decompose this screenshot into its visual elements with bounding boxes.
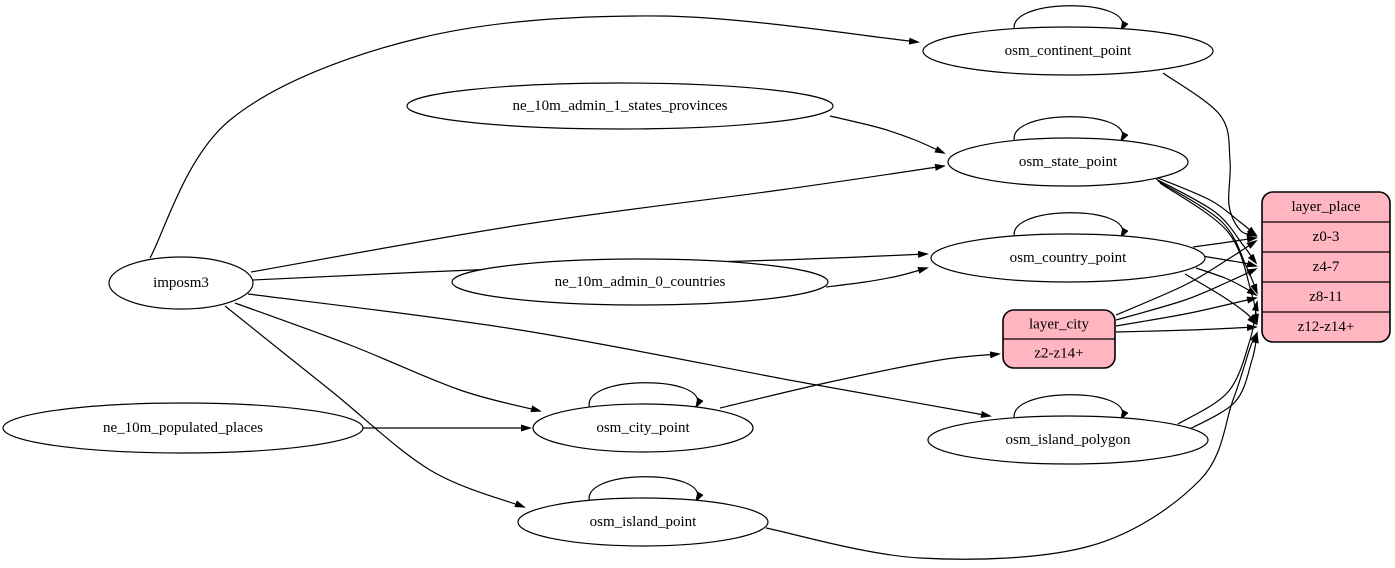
- edge-osm_country_point-to-layer_place-z4_7: [1201, 255, 1258, 268]
- osm_city_point-shape: [532, 403, 754, 453]
- edge-osm_continent_point-to-osm_continent_point: [1013, 5, 1129, 35]
- layer_place-header-label: layer_place: [1291, 199, 1360, 215]
- osm_state_point-shape: [947, 137, 1189, 187]
- node-osm_island_polygon: osm_island_polygon: [927, 415, 1209, 465]
- node-osm_continent_point: osm_continent_point: [922, 26, 1214, 76]
- edge-osm_island_polygon-to-osm_island_polygon: [1013, 394, 1129, 424]
- node-osm_city_point: osm_city_point: [532, 403, 754, 453]
- edge-ne_10m_admin_1_states_provinces-to-osm_state_point: [829, 115, 946, 154]
- edge-osm_city_point-to-layer_city-z2_14: [719, 351, 1001, 409]
- edge-osm_state_point-to-layer_place-z8_11: [1157, 180, 1258, 295]
- node-osm_country_point: osm_country_point: [930, 233, 1206, 283]
- edge-layer_city-to-layer_place-z12_14: [1115, 324, 1258, 333]
- edge-osm_island_point-to-osm_island_point: [588, 476, 704, 506]
- edge-osm_island_point-to-layer_place-z12_14: [765, 331, 1258, 560]
- layer_place-row-z8_11-label: z8-11: [1309, 289, 1343, 305]
- edge-osm_state_point-to-layer_place-z0_3: [1152, 175, 1258, 237]
- edge-layer: [149, 5, 1259, 560]
- edge-osm_country_point-to-layer_place-z12_14: [1184, 273, 1258, 326]
- osm_country_point-shape: [930, 233, 1206, 283]
- layer_place-row-z12_14-label: z12-z14+: [1298, 319, 1355, 335]
- node-osm_island_point: osm_island_point: [517, 497, 769, 547]
- ne_10m_admin_1_states_provinces-shape: [406, 82, 834, 130]
- osm_island_polygon-shape: [927, 415, 1209, 465]
- node-layer: imposm3 ne_10m_admin_1_states_provincesne…: [2, 26, 1391, 547]
- node-layer_city: layer_city z2-z14+: [1002, 309, 1116, 369]
- ne_10m_admin_0_countries-label: ne_10m_admin_0_countries: [555, 274, 726, 290]
- edge-osm_island_polygon-to-layer_place-z12_14: [1187, 332, 1259, 431]
- node-ne_10m_admin_0_countries: ne_10m_admin_0_countries: [451, 258, 829, 306]
- node-osm_state_point: osm_state_point: [947, 137, 1189, 187]
- edge-imposm3-to-osm_city_point: [234, 302, 542, 413]
- osm_island_polygon-label: osm_island_polygon: [1005, 432, 1131, 448]
- osm_state_point-label: osm_state_point: [1019, 154, 1118, 170]
- edge-osm_city_point-to-osm_city_point: [588, 382, 704, 412]
- edge-imposm3-to-osm_state_point: [250, 163, 946, 273]
- osm_continent_point-shape: [922, 26, 1214, 76]
- edge-layer_city-to-layer_place-z4_7: [1115, 268, 1258, 321]
- node-ne_10m_admin_1_states_provinces: ne_10m_admin_1_states_provinces: [406, 82, 834, 130]
- edge-ne_10m_admin_0_countries-to-osm_country_point: [825, 266, 929, 288]
- edge-imposm3-to-osm_island_polygon: [247, 293, 992, 418]
- osm_city_point-label: osm_city_point: [596, 420, 690, 436]
- node-imposm3: imposm3: [108, 256, 254, 310]
- imposm3-label: imposm3: [153, 275, 209, 291]
- edge-osm_continent_point-to-layer_place-z0_3: [1162, 72, 1258, 237]
- edge-osm_country_point-to-osm_country_point: [1013, 212, 1129, 242]
- edge-layer_city-to-layer_place-z0_3: [1115, 239, 1258, 316]
- edge-osm_country_point-to-layer_place-z0_3: [1192, 235, 1258, 248]
- ne_10m_populated_places-shape: [2, 402, 364, 454]
- ne_10m_populated_places-label: ne_10m_populated_places: [103, 420, 263, 436]
- osm_island_point-shape: [517, 497, 769, 547]
- imposm3-shape: [108, 256, 254, 310]
- osm_island_point-label: osm_island_point: [590, 514, 698, 530]
- osm_continent_point-label: osm_continent_point: [1005, 43, 1132, 59]
- node-layer_place: layer_place z0-3 z4-7 z8-11 z12-z14+: [1261, 191, 1391, 343]
- edge-imposm3-to-osm_island_point: [224, 305, 526, 508]
- edge-osm_country_point-to-layer_place-z8_11: [1195, 267, 1258, 297]
- ne_10m_admin_0_countries-shape: [451, 258, 829, 306]
- edge-imposm3-to-osm_continent_point: [149, 15, 920, 259]
- ne_10m_admin_1_states_provinces-label: ne_10m_admin_1_states_provinces: [513, 98, 728, 114]
- edge-layer_city-to-layer_place-z8_11: [1115, 296, 1258, 327]
- edge-osm_state_point-to-osm_state_point: [1013, 116, 1129, 146]
- node-ne_10m_populated_places: ne_10m_populated_places: [2, 402, 364, 454]
- layer_place-shape: [1261, 191, 1391, 343]
- layer_city-row-z2_14-label: z2-z14+: [1034, 346, 1083, 362]
- layer_place-row-z4_7-label: z4-7: [1313, 259, 1340, 275]
- edge-osm_island_polygon-to-layer_place-z8_11: [1177, 300, 1259, 425]
- osm_country_point-label: osm_country_point: [1010, 250, 1127, 266]
- layer_place-row-z0_3-label: z0-3: [1313, 229, 1340, 245]
- layer_city-header-label: layer_city: [1029, 317, 1089, 333]
- edge-osm_state_point-to-layer_place-z4_7: [1155, 178, 1258, 265]
